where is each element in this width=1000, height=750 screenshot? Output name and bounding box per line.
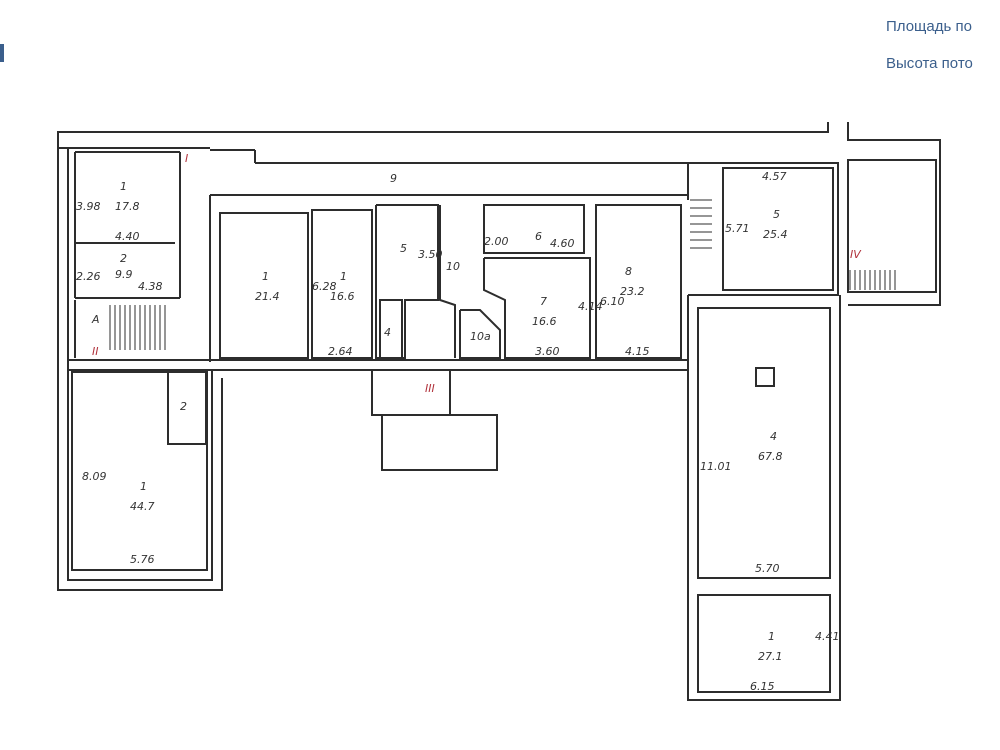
room-number: 4 (384, 326, 391, 339)
room-dimension: 2.00 (484, 235, 509, 248)
room-dimension: 4.15 (625, 345, 650, 358)
room-dimension: 3.60 (535, 345, 560, 358)
room-dimension: 3.98 (76, 200, 101, 213)
mark-label: А (91, 313, 100, 326)
room-dimension: 6.10 (600, 295, 625, 308)
room-area: 25.4 (763, 228, 788, 241)
corridor-label: 9 (390, 172, 397, 185)
room-area: 17.8 (115, 200, 140, 213)
room-dimension: 5.71 (725, 222, 750, 235)
room-number: 2 (120, 252, 127, 265)
mark-label: III (425, 382, 435, 395)
room-area: 27.1 (758, 650, 783, 663)
room-dimension: 4.14 (578, 300, 603, 313)
room-dimension: 4.57 (762, 170, 787, 183)
room-dimension: 2.26 (76, 270, 101, 283)
room-dimension: 4.60 (550, 237, 575, 250)
room-dimension: 5.70 (755, 562, 780, 575)
room-number: 7 (540, 295, 547, 308)
area-info-link[interactable]: Площадь по (886, 18, 972, 35)
room-dimension: 5.76 (130, 553, 155, 566)
room-dimension: 4.38 (138, 280, 163, 293)
room-dimension: 6.15 (750, 680, 775, 693)
room-dimension: 2.64 (328, 345, 353, 358)
room-dimension: 3.50 (418, 248, 443, 261)
room-number: 5 (400, 242, 407, 255)
room-number: 5 (773, 208, 780, 221)
room-area: 9.9 (115, 268, 133, 281)
room-number: 1 (120, 180, 127, 193)
room-area: 16.6 (532, 315, 557, 328)
mark-label: IV (850, 248, 862, 261)
room-number: 1 (140, 480, 147, 493)
top-boundary-line (57, 122, 829, 148)
room-number: 6 (535, 230, 542, 243)
room-area: 21.4 (255, 290, 280, 303)
room-dimension: 4.41 (815, 630, 840, 643)
room-area: 16.6 (330, 290, 355, 303)
room-dimension: 8.09 (82, 470, 107, 483)
room-number: 10а (470, 330, 491, 343)
room-dimension: 11.01 (700, 460, 732, 473)
room-number: 2 (180, 400, 187, 413)
room-dimension: 6.28 (312, 280, 337, 293)
room-number: 1 (768, 630, 775, 643)
mark-label: II (92, 345, 99, 358)
room-number: 10 (446, 260, 460, 273)
room-number: 4 (770, 430, 777, 443)
ceiling-height-info-link[interactable]: Высота пото (886, 55, 973, 72)
mark-label: I (185, 152, 188, 165)
room-area: 67.8 (758, 450, 783, 463)
room-area: 44.7 (130, 500, 155, 513)
room-number: 1 (340, 270, 347, 283)
room-area: 23.2 (620, 285, 645, 298)
room-dimension: 4.40 (115, 230, 140, 243)
accent-marker (0, 44, 4, 62)
room-number: 1 (262, 270, 269, 283)
room-number: 8 (625, 265, 632, 278)
